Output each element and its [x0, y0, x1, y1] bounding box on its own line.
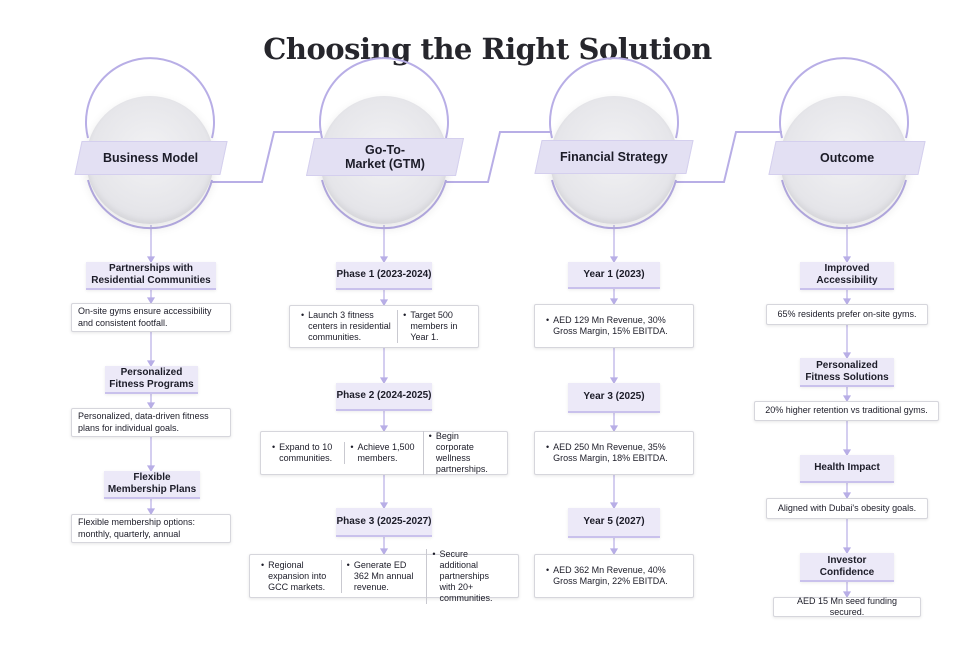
label-personalized-programs: Personalized Fitness Programs — [105, 366, 198, 394]
detail-box: •Regional expansion into GCC markets. •G… — [249, 548, 519, 604]
detail-box: •AED 362 Mn Revenue, 40% Gross Margin, 2… — [534, 554, 694, 598]
detail-box: AED 15 Mn seed funding secured. — [773, 596, 921, 617]
stage-title: Go-To-Market (GTM) — [345, 143, 425, 171]
stage-title: Outcome — [819, 151, 875, 165]
detail-box: On-site gyms ensure accessibility and co… — [71, 303, 231, 332]
bullet-text: AED 250 Mn Revenue, 35% Gross Margin, 18… — [553, 442, 668, 463]
label-year-1: Year 1 (2023) — [568, 262, 660, 289]
label-flexible-plans: Flexible Membership Plans — [104, 471, 200, 499]
label-investor-confidence: Investor Confidence — [800, 553, 894, 582]
bullet-text: AED 362 Mn Revenue, 40% Gross Margin, 22… — [553, 565, 668, 586]
detail-box: 65% residents prefer on-site gyms. — [766, 304, 928, 325]
detail-box: •Launch 3 fitness centers in residential… — [289, 305, 479, 348]
bullet-text: AED 129 Mn Revenue, 30% Gross Margin, 15… — [553, 315, 668, 336]
label-health-impact: Health Impact — [800, 455, 894, 483]
stage-ribbon-financial-strategy: Financial Strategy — [534, 140, 694, 174]
bullet-text: Achieve 1,500 members. — [357, 442, 415, 463]
label-phase-1: Phase 1 (2023-2024) — [336, 262, 432, 290]
stage-title: Business Model — [103, 151, 199, 165]
label-personalized-solutions: Personalized Fitness Solutions — [800, 358, 894, 387]
label-phase-2: Phase 2 (2024-2025) — [336, 383, 432, 411]
stage-ribbon-gtm: Go-To-Market (GTM) — [305, 138, 465, 176]
bullet-text: Launch 3 fitness centers in residential … — [308, 310, 391, 342]
stage-ribbon-outcome: Outcome — [768, 141, 926, 175]
label-year-3: Year 3 (2025) — [568, 383, 660, 413]
bullet-text: Target 500 members in Year 1. — [410, 310, 458, 342]
stage-ribbon-business-model: Business Model — [74, 141, 228, 175]
detail-box: Aligned with Dubai's obesity goals. — [766, 498, 928, 519]
label-phase-3: Phase 3 (2025-2027) — [336, 508, 432, 537]
label-partnerships: Partnerships with Residential Communitie… — [86, 262, 216, 290]
detail-box: •AED 129 Mn Revenue, 30% Gross Margin, 1… — [534, 304, 694, 348]
label-year-5: Year 5 (2027) — [568, 508, 660, 538]
detail-box: •Expand to 10 communities. •Achieve 1,50… — [260, 431, 508, 475]
stage-title: Financial Strategy — [560, 150, 668, 164]
detail-box: 20% higher retention vs traditional gyms… — [754, 401, 939, 421]
bullet-text: Expand to 10 communities. — [279, 442, 333, 463]
detail-box: Flexible membership options: monthly, qu… — [71, 514, 231, 543]
detail-box: Personalized, data-driven fitness plans … — [71, 408, 231, 437]
bullet-text: Regional expansion into GCC markets. — [268, 559, 327, 592]
page-title: Choosing the Right Solution — [263, 32, 712, 66]
bullet-text: Secure additional partnerships with 20+ … — [439, 548, 493, 603]
bullet-text: Begin corporate wellness partnerships. — [435, 431, 488, 474]
bullet-text: Generate ED 362 Mn annual revenue. — [353, 559, 414, 592]
label-improved-accessibility: Improved Accessibility — [800, 262, 894, 290]
detail-box: •AED 250 Mn Revenue, 35% Gross Margin, 1… — [534, 431, 694, 475]
